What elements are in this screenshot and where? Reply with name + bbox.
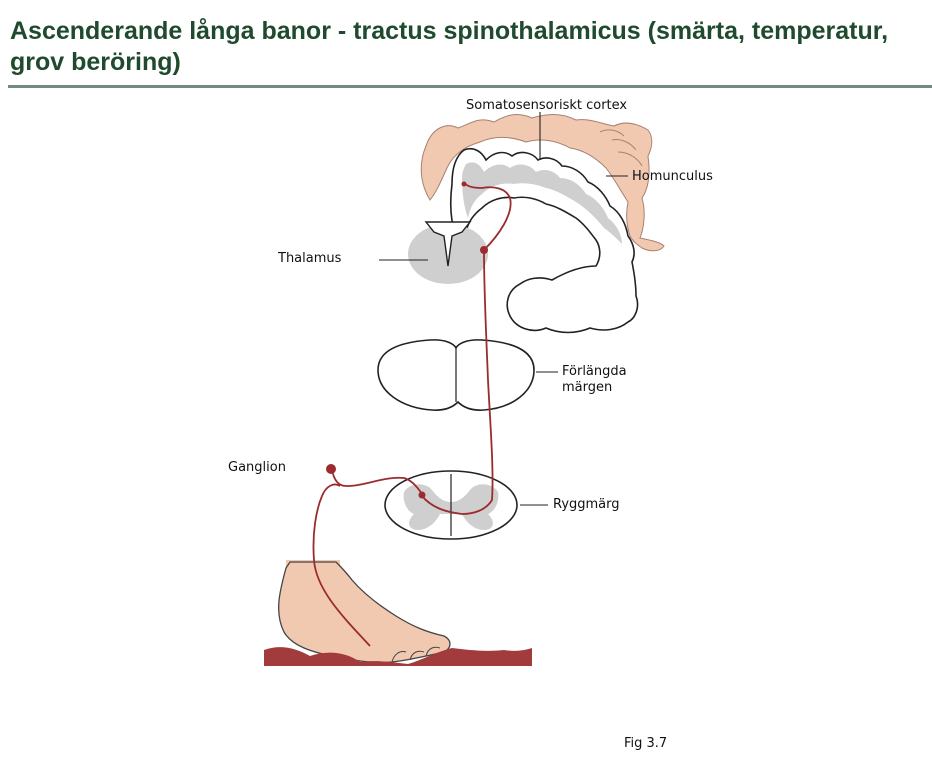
homunculus-label: Homunculus [632, 169, 713, 184]
ventricle [424, 221, 472, 267]
ganglion-node [326, 464, 336, 474]
page-title: Ascenderande långa banor - tractus spino… [10, 17, 889, 76]
ganglion-label: Ganglion [228, 460, 286, 475]
foot [278, 561, 451, 664]
cortex-label: Somatosensoriskt cortex [466, 98, 628, 113]
medulla-label-line1: Förlängda [562, 364, 627, 379]
spinothalamic-pathway [312, 181, 512, 647]
title-divider [8, 85, 932, 88]
ground [264, 647, 532, 666]
homunculus-shape [420, 114, 665, 252]
dorsal-horn-node [418, 491, 426, 499]
medulla-label-line2: märgen [562, 380, 613, 395]
spinal-cord-label: Ryggmärg [553, 497, 620, 512]
cortex-grey-band [462, 162, 622, 244]
brain-outline [450, 147, 639, 334]
thalamus-node [480, 246, 488, 254]
cortex-node [461, 181, 467, 187]
figure-reference: Fig 3.7 [624, 736, 668, 751]
thalamus-label: Thalamus [278, 251, 342, 266]
